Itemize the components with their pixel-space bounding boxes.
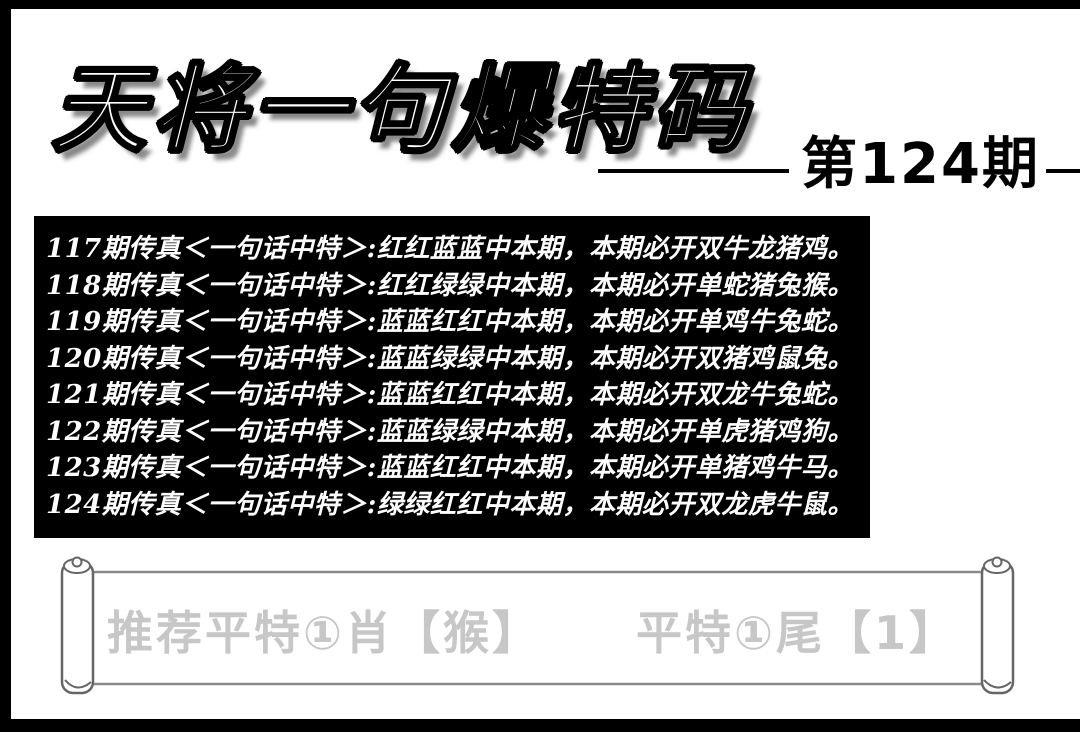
prediction-row: 122期传真＜一句话中特＞:蓝蓝绿绿中本期，本期必开单虎猪鸡狗。 bbox=[46, 416, 854, 447]
prediction-row: 117期传真＜一句话中特＞:红红蓝蓝中本期，本期必开双牛龙猪鸡。 bbox=[46, 234, 854, 264]
scroll-banner: 推荐平特①肖【猴】 平特①尾【1】 bbox=[55, 552, 1020, 702]
page-title: 天将一句爆特码 bbox=[51, 54, 753, 167]
predictions-panel: 117期传真＜一句话中特＞:红红蓝蓝中本期，本期必开双牛龙猪鸡。 118期传真＜… bbox=[34, 216, 870, 538]
frame-left-bar bbox=[0, 0, 11, 732]
tail-number-text: 平特①尾【1】 bbox=[636, 606, 958, 660]
frame-bottom-bar bbox=[0, 719, 1080, 732]
frame-top-bar bbox=[0, 0, 1080, 9]
issue-label: 第124期 bbox=[789, 137, 1046, 195]
prediction-row: 118期传真＜一句话中特＞:红红绿绿中本期，本期必开单蛇猪兔猴。 bbox=[46, 270, 854, 301]
scroll-text-layer: 推荐平特①肖【猴】 平特①尾【1】 bbox=[55, 552, 1020, 702]
prediction-row: 119期传真＜一句话中特＞:蓝蓝红红中本期，本期必开单鸡牛兔蛇。 bbox=[46, 307, 854, 337]
scroll-icon bbox=[60, 556, 1015, 695]
prediction-row: 120期传真＜一句话中特＞:蓝蓝绿绿中本期，本期必开双猪鸡鼠兔。 bbox=[46, 343, 854, 374]
prediction-row: 121期传真＜一句话中特＞:蓝蓝红红中本期，本期必开双龙牛兔蛇。 bbox=[46, 380, 854, 410]
recommend-zodiac-text: 推荐平特①肖【猴】 bbox=[107, 606, 541, 660]
prediction-row: 123期传真＜一句话中特＞:蓝蓝红红中本期，本期必开单猪鸡牛马。 bbox=[46, 453, 854, 483]
prediction-row: 124期传真＜一句话中特＞:绿绿红红中本期，本期必开双龙虎牛鼠。 bbox=[46, 489, 854, 520]
